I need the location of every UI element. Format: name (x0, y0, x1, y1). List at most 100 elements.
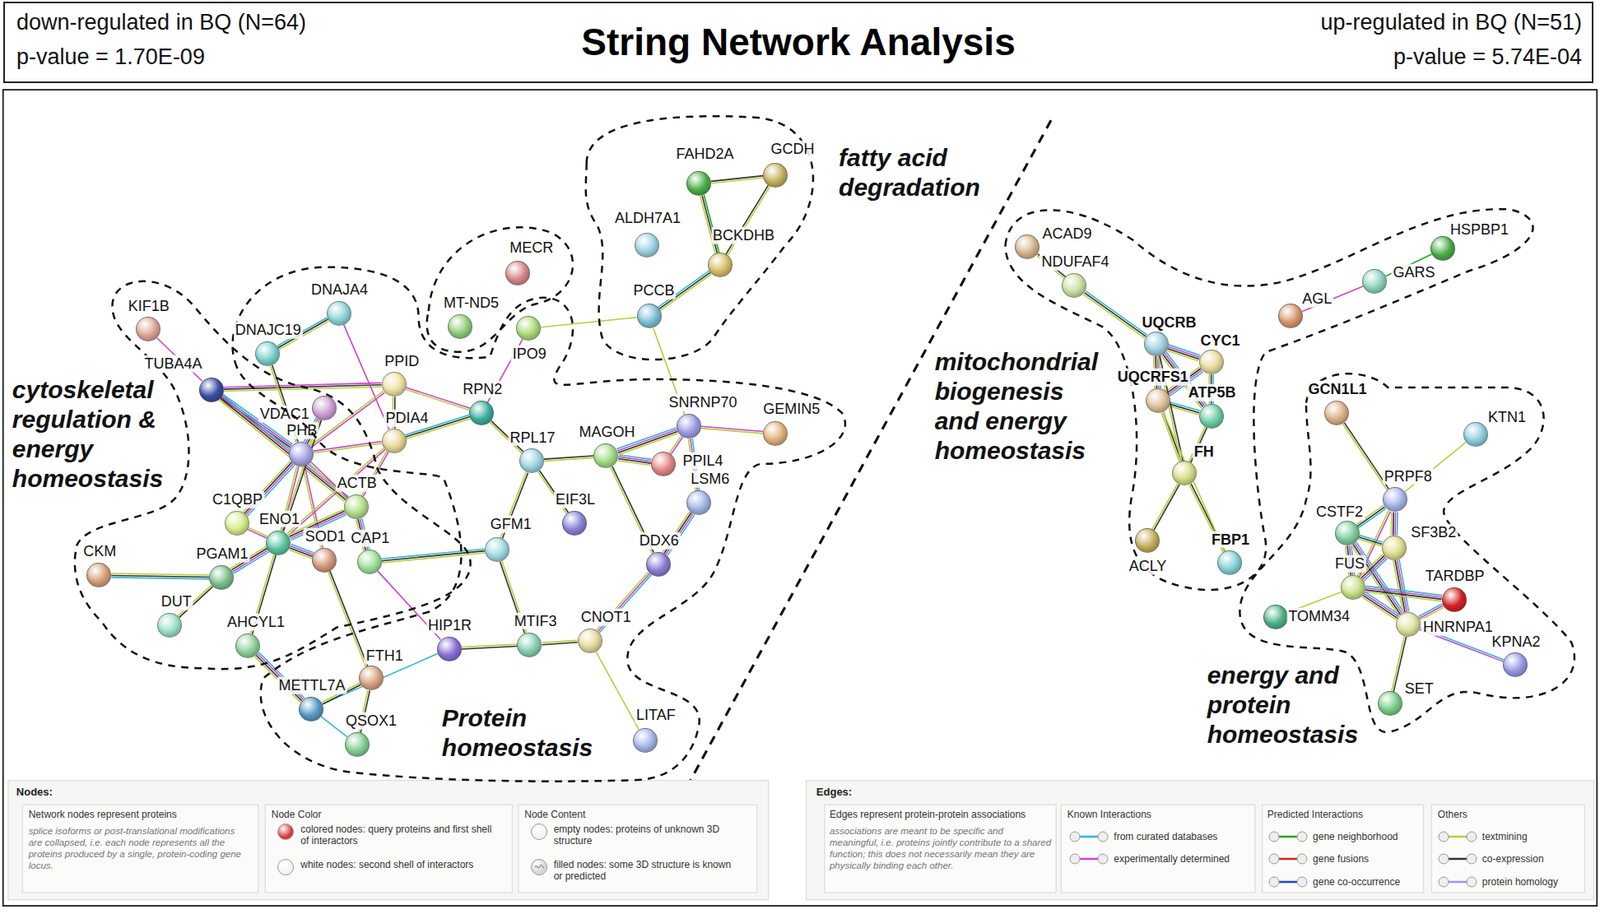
protein-label: CNOT1 (579, 608, 633, 626)
legend-box (1431, 804, 1585, 894)
edge-strand (701, 428, 763, 434)
protein-node: LSM6 (686, 490, 712, 516)
protein-node: KPNA2 (1502, 652, 1528, 678)
edge-strand (703, 195, 719, 253)
legend-text: gene neighborhood (1312, 831, 1398, 843)
protein-node: GARS (1362, 269, 1387, 294)
interaction-edge (711, 176, 763, 184)
protein-node: UQCRFS1 (1145, 388, 1171, 414)
edge-strand (1170, 402, 1200, 411)
interaction-edge (1418, 604, 1445, 621)
protein-node: C1QBP (224, 511, 250, 536)
edge-strand (288, 549, 312, 559)
legend-swatch (1268, 830, 1308, 844)
legend-ball (1269, 854, 1280, 865)
protein-label: TUBA4A (143, 355, 205, 373)
protein-label: UQCRFS1 (1116, 368, 1191, 387)
edge-strand (1394, 512, 1396, 536)
interaction-edge (111, 573, 210, 580)
legend-text: Others (1437, 809, 1468, 821)
interaction-edge (1169, 402, 1200, 415)
protein-node: ALDH7A1 (634, 232, 660, 258)
protein-node: HSPBP1 (1430, 236, 1456, 261)
legend-text: from curated databases (1113, 831, 1218, 843)
legend-swatch (1437, 830, 1478, 844)
interaction-edge (1358, 534, 1383, 546)
structure-squiggle (534, 865, 545, 869)
protein-node: TOMM34 (1263, 604, 1289, 630)
protein-label: MECR (507, 239, 555, 257)
protein-node: SOD1 (311, 548, 337, 573)
protein-label: CAP1 (348, 530, 391, 548)
legend-text: splice isoforms or post-translational mo… (28, 826, 252, 872)
protein-label: AHCYL1 (225, 613, 287, 632)
edge-strand (1152, 483, 1178, 531)
legend-text: Nodes: (16, 786, 53, 800)
protein-node: MAGOH (593, 443, 619, 469)
protein-label: NDUFAF4 (1039, 253, 1111, 271)
interaction-edge (701, 426, 764, 434)
protein-label: RPN2 (460, 381, 504, 399)
edge-strand (248, 527, 269, 537)
legend-ball (1069, 832, 1080, 842)
protein-node: MTIF3 (516, 632, 542, 658)
protein-label: PDIA4 (383, 409, 430, 428)
protein-node: FAHD2A (686, 171, 712, 196)
protein-node: FH (1172, 460, 1197, 486)
protein-node: IPO9 (516, 316, 541, 341)
group-label: cytoskeletal regulation & energy homeost… (12, 375, 187, 494)
protein-label: KIF1B (126, 297, 172, 315)
protein-label: CKM (81, 543, 118, 561)
legend-text: Node Color (271, 809, 322, 821)
legend-text: Predicted Interactions (1267, 809, 1363, 821)
protein-label: DNAJA4 (309, 281, 370, 299)
protein-node: FBP1 (1217, 550, 1242, 576)
cluster-outline (427, 227, 573, 352)
legend-ball (1466, 832, 1477, 842)
protein-node: DNAJC19 (255, 341, 280, 367)
legend-text: co-expression (1482, 853, 1545, 866)
protein-label: GCN1L1 (1306, 381, 1369, 399)
legend-ball (1297, 877, 1307, 888)
protein-node: AHCYL1 (235, 633, 261, 659)
edge-strand (111, 575, 210, 577)
protein-label: PPIL4 (680, 452, 725, 470)
protein-node: KIF1B (135, 316, 161, 342)
edge-strand (1392, 511, 1395, 535)
protein-label: FBP1 (1209, 530, 1252, 549)
legend-swatch (1437, 852, 1478, 866)
protein-label: PGAM1 (195, 545, 251, 563)
interaction-edge (618, 455, 652, 466)
protein-label: KTN1 (1486, 408, 1528, 426)
header-text: down-regulated in BQ (N=64) (16, 9, 307, 36)
protein-node: CYC1 (1199, 349, 1224, 375)
edge-strand (541, 640, 577, 643)
header-text: up-regulated in BQ (N=51) (1320, 9, 1582, 36)
protein-node: PRPF8 (1382, 487, 1408, 512)
legend-swatch (1069, 852, 1109, 866)
edge-strand (247, 529, 268, 539)
legend-box (1060, 804, 1256, 894)
protein-label: FAHD2A (674, 145, 735, 163)
protein-node: GCDH (762, 162, 788, 188)
protein-node: CAP1 (357, 549, 382, 575)
edge-strand (1418, 605, 1443, 619)
protein-label: GCDH (769, 139, 817, 158)
protein-label: QSOX1 (344, 712, 399, 731)
group-label: fatty acid degradation (838, 143, 1013, 203)
legend-box (22, 804, 258, 894)
protein-label: UQCRB (1140, 313, 1199, 331)
legend-text: gene fusions (1312, 853, 1369, 866)
protein-label: C1QBP (210, 491, 265, 509)
protein-node: GFM1 (484, 537, 510, 563)
interaction-edge (595, 651, 639, 731)
interaction-edge (700, 195, 720, 254)
protein-label: GFM1 (488, 516, 534, 534)
protein-node: SF3B2 (1381, 535, 1407, 561)
group-region: energy and protein homeostasisGCN1L1KTN1… (1204, 362, 1595, 755)
protein-node: FUS (1340, 575, 1366, 600)
interaction-edge (1393, 559, 1410, 614)
edge-strand (1342, 423, 1387, 490)
protein-label: FUS (1333, 555, 1367, 573)
